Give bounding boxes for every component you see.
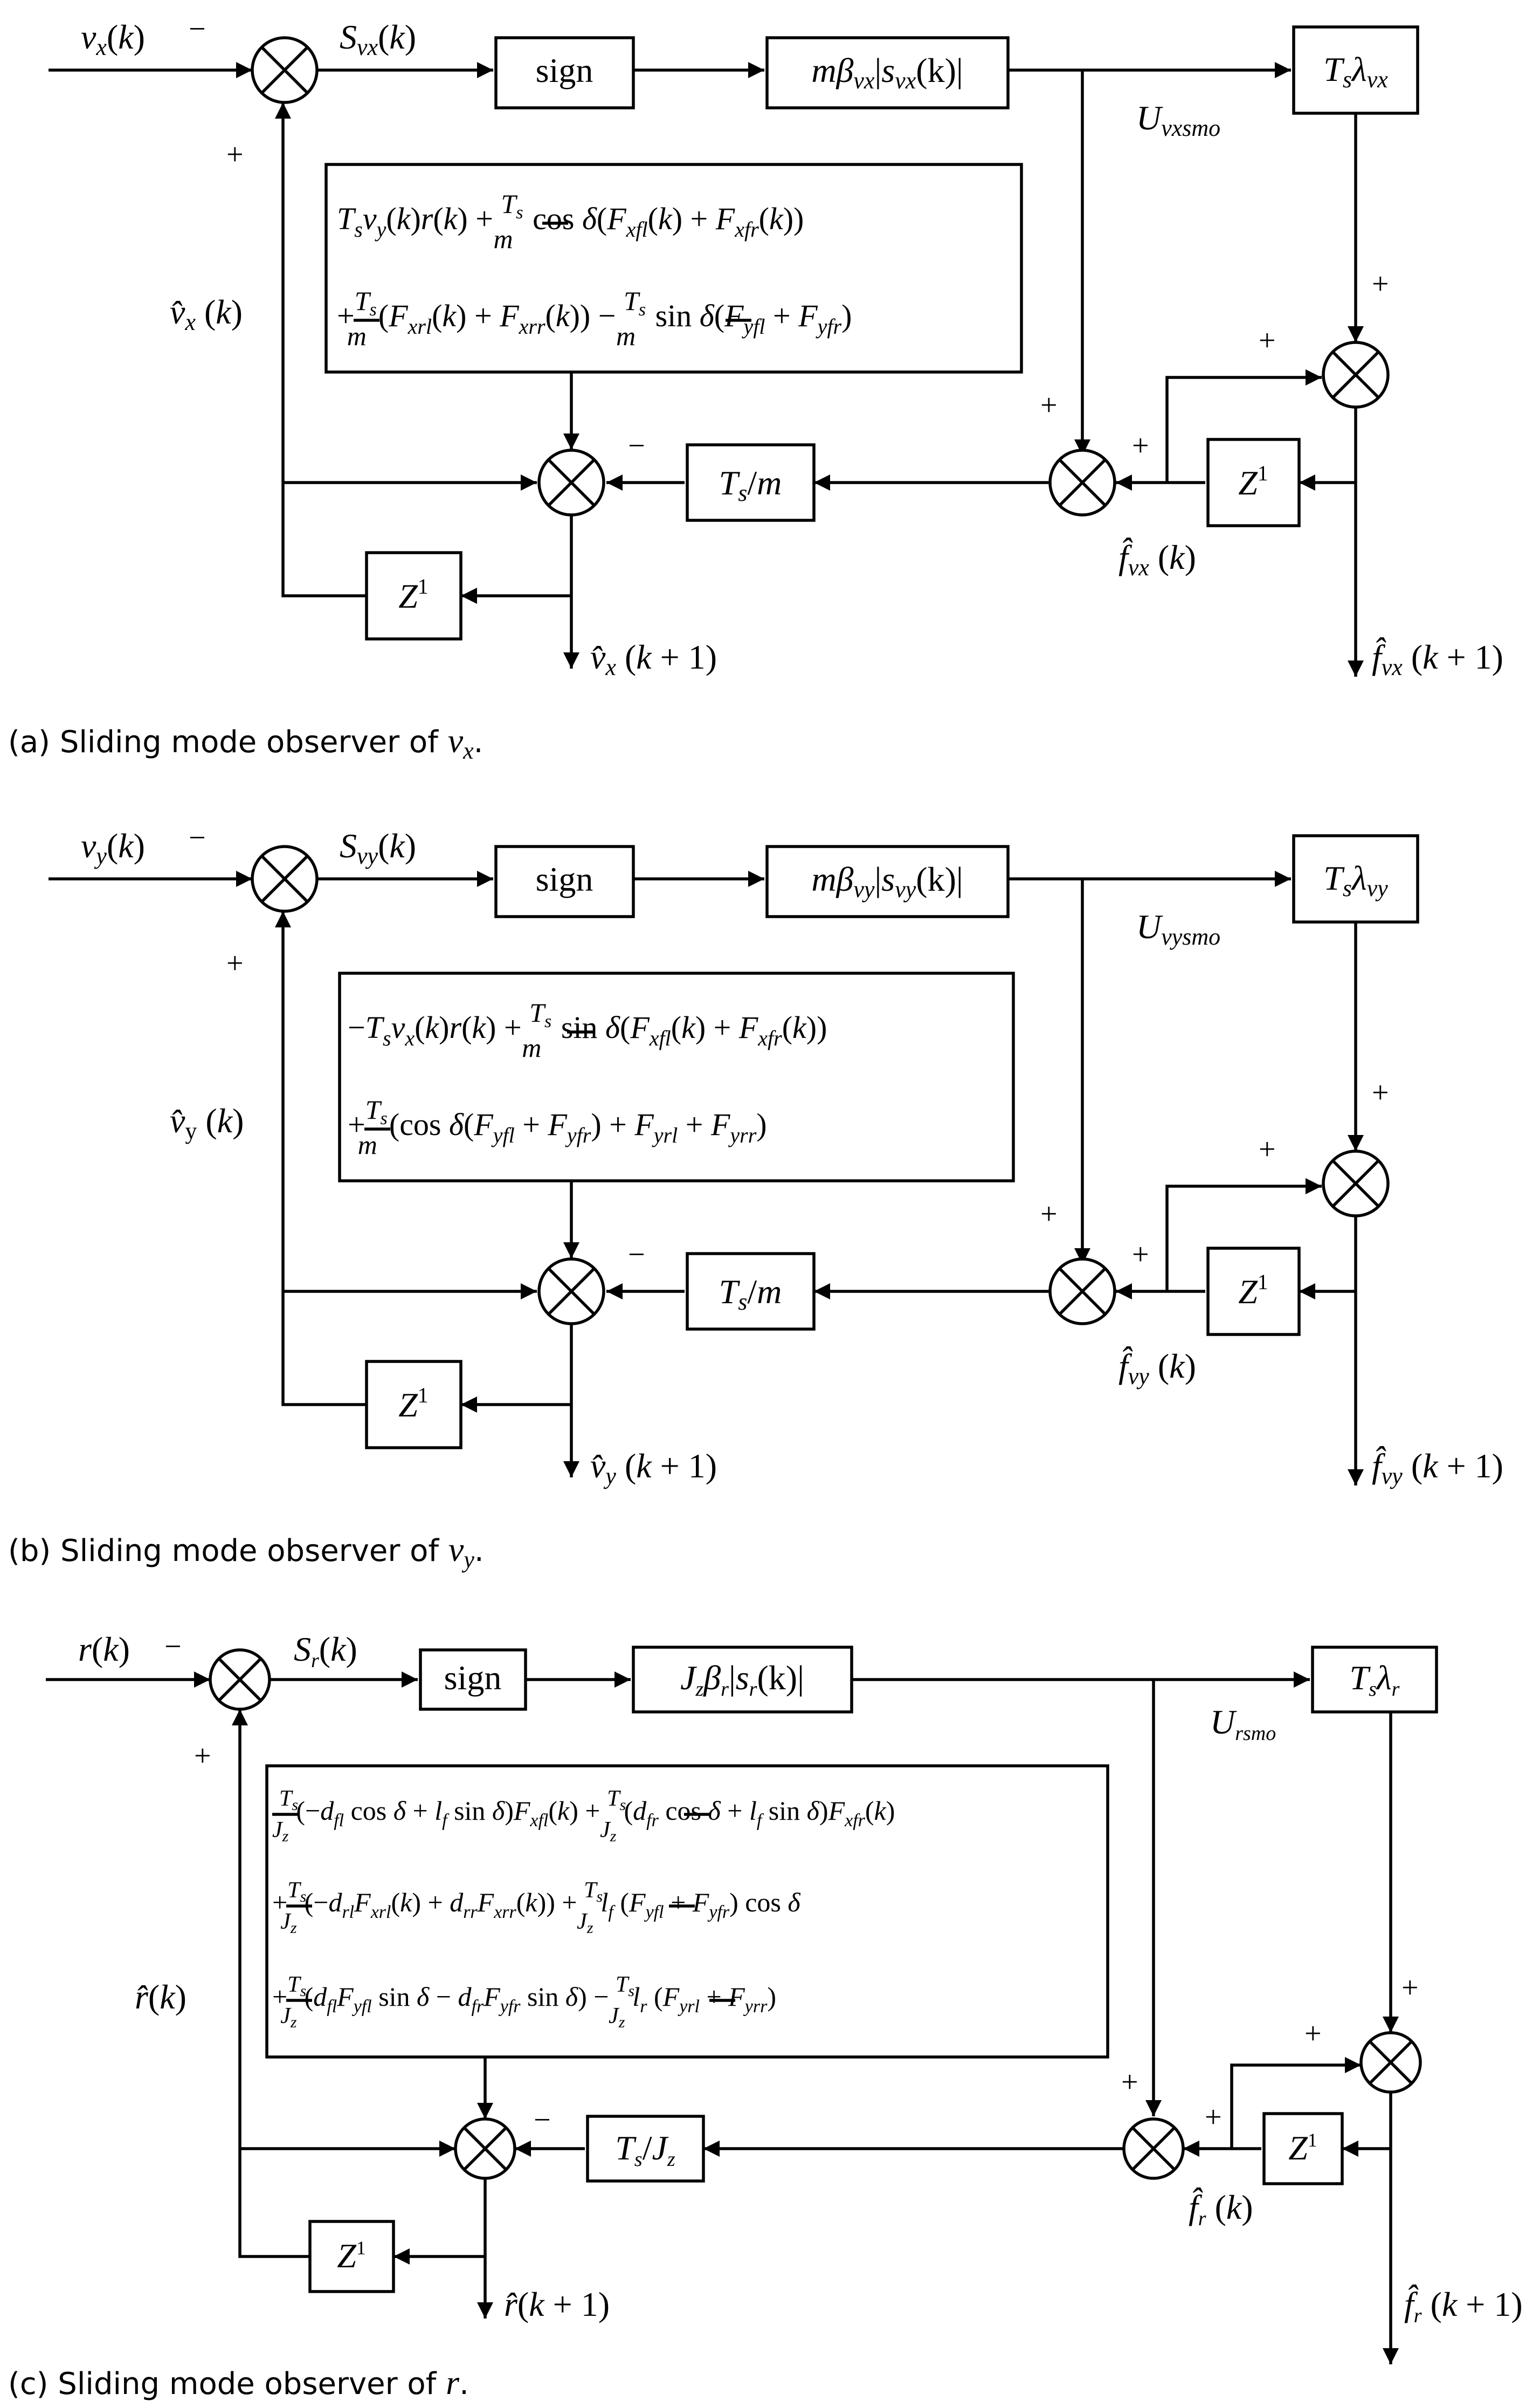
- panel-c-minus-ts: −: [534, 2103, 551, 2137]
- panel-a-input-label: vx(k): [81, 18, 145, 60]
- panel-a-out-label: v̂x (k + 1): [590, 638, 717, 680]
- panel-a-caption: (a) Sliding mode observer of vx.: [8, 721, 483, 764]
- panel-b-minus-ts: −: [628, 1238, 645, 1271]
- panel-c-plus-integral: +: [1401, 1971, 1419, 2005]
- panel-a-equation-box: [324, 163, 1023, 374]
- panel-a-z-block-left: [365, 551, 462, 641]
- panel-b-fout-label: f̂vy (k + 1): [1372, 1446, 1503, 1489]
- panel-b-plus-z: +: [1132, 1238, 1149, 1271]
- panel-c-ts-label: Ts/Jz: [615, 2129, 675, 2171]
- panel-b-u-label: Uvysmo: [1136, 907, 1220, 950]
- panel-a-minus-input: −: [189, 12, 206, 46]
- panel-b-sum-main: [251, 845, 319, 913]
- panel-c-z-block-left: [308, 2220, 395, 2293]
- panel-c-gain-block: [632, 1646, 853, 1714]
- panel-c-ts-block: [586, 2115, 705, 2183]
- panel-a-sum-f: [1048, 449, 1116, 517]
- panel-c-minus-input: −: [164, 1630, 182, 1663]
- panel-b-integral-block: [1292, 834, 1419, 924]
- panel-c-z-label-left: Z1: [337, 2237, 366, 2275]
- panel-c-sum-f: [1122, 2117, 1185, 2180]
- panel-b-input-label: vy(k): [81, 827, 145, 869]
- panel-a-sum-main: [251, 36, 319, 104]
- panel-a-sum-integrator: [1322, 341, 1390, 409]
- panel-a-sign-block: [494, 36, 635, 109]
- panel-c-fhat-label: f̂r (k): [1189, 2187, 1253, 2230]
- panel-c-z-label-right: Z1: [1288, 2129, 1317, 2167]
- panel-c-plus-u: +: [1121, 2066, 1138, 2099]
- panel-b-sign-block: [494, 845, 635, 918]
- panel-a-gain-block: [765, 36, 1010, 109]
- panel-b: sign mβvy|svy(k)| Tsλvy Ts/m Z1 Z1 −Tsvx…: [8, 821, 1503, 1573]
- panel-c-fout-label: f̂r (k + 1): [1404, 2285, 1523, 2327]
- panel-b-out-label: v̂y (k + 1): [590, 1447, 717, 1489]
- panel-a-error-label: Svx(k): [340, 18, 416, 60]
- panel-c-z-block-right: [1262, 2112, 1344, 2185]
- panel-a-plus-integral: +: [1372, 267, 1389, 301]
- panel-b-plus-u: +: [1040, 1198, 1058, 1231]
- panel-c-feedback-label: r̂(k): [135, 1978, 187, 2016]
- panel-b-ts-label: Ts/m: [719, 1272, 782, 1315]
- panel-b-plus-integral: +: [1372, 1076, 1389, 1110]
- panel-a-plus-feedback: +: [226, 138, 244, 171]
- panel-b-fhat-label: f̂vy (k): [1118, 1346, 1196, 1389]
- panel-c-plus-feedback: +: [194, 1739, 211, 1773]
- panel-b-plus-feedback: +: [226, 947, 244, 980]
- panel-b-error-label: Svy(k): [340, 827, 416, 869]
- panel-a-sum-state: [537, 449, 605, 517]
- panel-b-sum-integrator: [1322, 1150, 1390, 1217]
- panel-c-sum-state: [454, 2117, 516, 2180]
- panel-a-gain-label: mβvx|svx(k)|: [811, 51, 963, 94]
- panel-c-out-label: r̂(k + 1): [504, 2285, 610, 2323]
- panel-c-input-label: r(k): [78, 1630, 130, 1668]
- panel-b-sum-state: [537, 1257, 605, 1325]
- panel-c-caption: (c) Sliding mode observer of r.: [8, 2363, 469, 2402]
- panel-b-sum-f: [1048, 1257, 1116, 1325]
- panel-c-error-label: Sr(k): [294, 1630, 357, 1672]
- panel-c-wires: [46, 1671, 1399, 2364]
- panel-b-caption: (b) Sliding mode observer of vy.: [8, 1530, 484, 1573]
- panel-a-sign-label: sign: [536, 51, 593, 90]
- panel-c-sum-main: [209, 1648, 271, 1711]
- panel-b-wires: [49, 871, 1364, 1485]
- panel-b-ts-block: [686, 1252, 816, 1331]
- panel-c-plus-z: +: [1205, 2101, 1222, 2134]
- panel-a-feedback-label: v̂x (k): [170, 293, 243, 335]
- panel-b-feedback-label: v̂y (k): [170, 1102, 244, 1144]
- panel-b-equation-box: [338, 972, 1015, 1182]
- panel-c-plus-loop: +: [1304, 2017, 1322, 2051]
- panel-b-sign-label: sign: [536, 860, 593, 898]
- panel-b-gain-label: mβvy|svy(k)|: [811, 860, 963, 903]
- panel-c-u-label: Ursmo: [1210, 1703, 1276, 1745]
- panel-b-z-block-right: [1206, 1247, 1301, 1336]
- panel-c-integral-block: [1311, 1646, 1438, 1714]
- panel-a-fout-label: f̂vx (k + 1): [1372, 637, 1503, 680]
- panel-b-minus-input: −: [189, 821, 206, 855]
- panel-a-z-block-right: [1206, 438, 1301, 527]
- panel-b-plus-loop: +: [1259, 1133, 1276, 1166]
- panel-a-plus-z: +: [1132, 429, 1149, 463]
- panel-a-plus-u: +: [1040, 389, 1058, 422]
- panel-a-minus-ts: −: [628, 429, 645, 463]
- panel-c-sign-label: sign: [444, 1659, 502, 1697]
- panel-a-wires: [49, 62, 1364, 677]
- panel-c-sum-integrator: [1359, 2031, 1422, 2094]
- panel-a-ts-label: Ts/m: [719, 464, 782, 506]
- panel-a-u-label: Uvxsmo: [1136, 99, 1220, 141]
- panel-b-gain-block: [765, 845, 1010, 918]
- panel-a: sign mβvx|svx(k)| Tsλvx Ts/m Z1 Z1 Tsvy(…: [8, 12, 1503, 764]
- panel-a-integral-block: [1292, 25, 1419, 115]
- panel-a-ts-block: [686, 443, 816, 522]
- panel-c-sign-block: [419, 1648, 527, 1711]
- panel-a-plus-loop: +: [1259, 324, 1276, 357]
- panel-c-integral-label: Tsλr: [1350, 1659, 1400, 1701]
- panel-a-fhat-label: f̂vx (k): [1118, 538, 1196, 581]
- panel-b-z-block-left: [365, 1360, 462, 1449]
